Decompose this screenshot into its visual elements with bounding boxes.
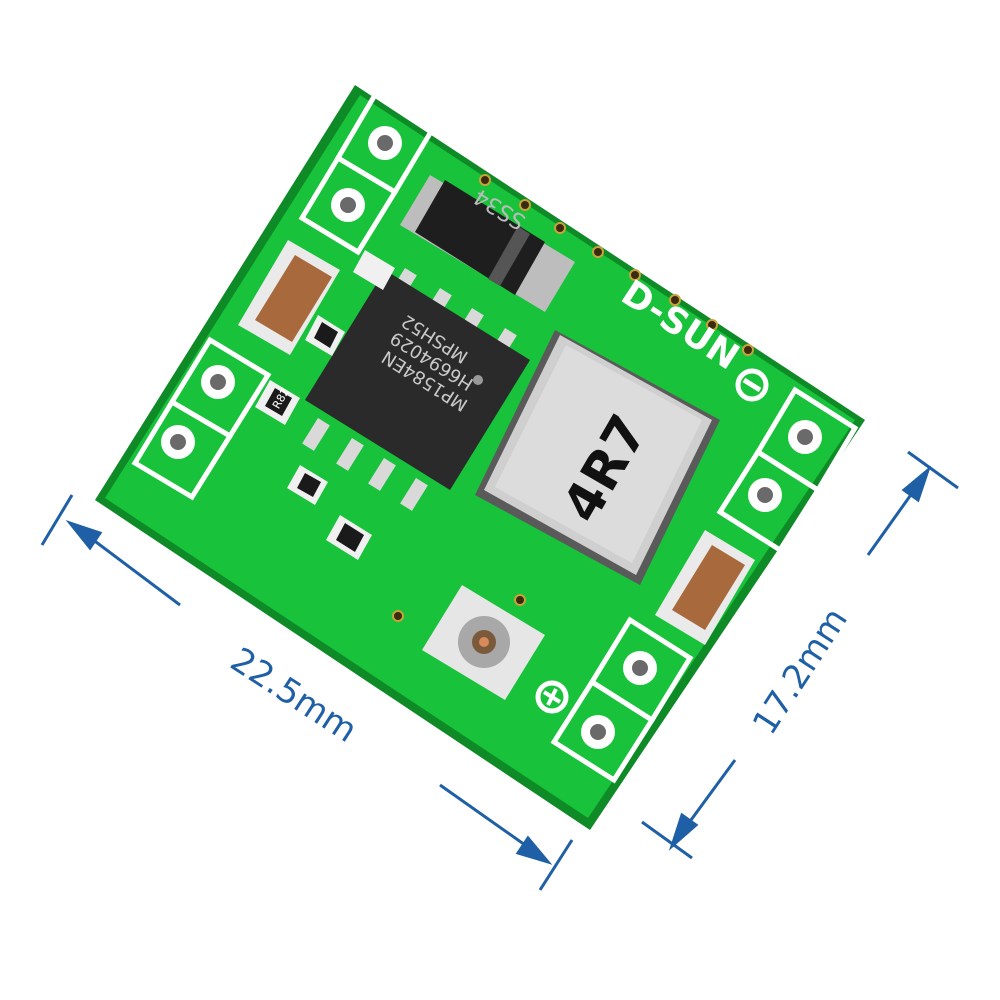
bottom-right-pads	[550, 616, 694, 784]
width-dimension-arrows	[641, 450, 959, 860]
trimmer-potentiometer	[422, 585, 545, 700]
left-pads	[131, 336, 272, 501]
top-left-pads	[298, 91, 436, 256]
minus-symbol	[735, 368, 769, 402]
right-pads	[716, 386, 859, 554]
via-holes	[392, 174, 754, 622]
length-dimension-arrows	[40, 494, 574, 891]
4r7-inductor	[475, 330, 720, 585]
ss34-diode	[400, 175, 575, 312]
resistors	[255, 250, 395, 560]
capacitor-left	[238, 240, 340, 355]
mp1584en-chip	[302, 268, 530, 511]
plus-symbol	[535, 680, 569, 714]
capacitor-right	[655, 530, 755, 645]
